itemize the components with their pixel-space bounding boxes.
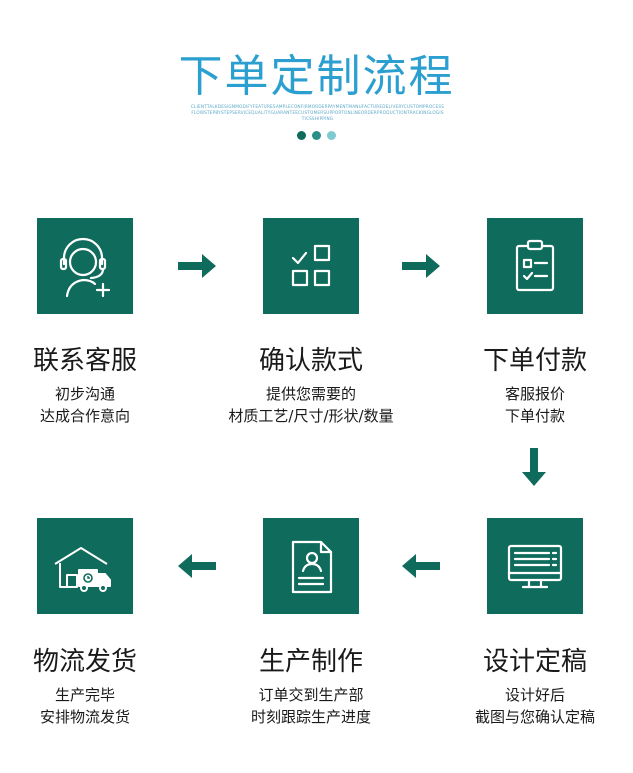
warehouse-truck-icon — [54, 547, 111, 592]
step-title-order: 下单付款 — [482, 346, 587, 376]
arrow-right-icon — [402, 254, 440, 278]
arrow-left-icon — [178, 554, 216, 578]
checklist-grid-icon — [291, 244, 331, 287]
dot-3 — [327, 131, 336, 140]
step-desc-line: 安排物流发货 — [39, 708, 130, 726]
step-title-contact: 联系客服 — [32, 346, 137, 376]
step-desc-line: 初步沟通 — [54, 385, 115, 403]
step-title-production: 生产制作 — [258, 647, 363, 677]
step-desc-order: 客服报价 下单付款 — [425, 383, 633, 427]
step-desc-line: 截图与您确认定稿 — [474, 708, 595, 726]
step-title-design: 设计定稿 — [482, 647, 587, 677]
step-desc-production: 订单交到生产部 时刻跟踪生产进度 — [201, 684, 421, 728]
step-desc-shipping: 生产完毕 安排物流发货 — [0, 684, 195, 728]
step-design-tile — [487, 518, 583, 614]
step-desc-line: 时刻跟踪生产进度 — [250, 708, 371, 726]
step-desc-line: 生产完毕 — [54, 686, 115, 704]
step-desc-confirm: 提供您需要的 材质工艺/尺寸/形状/数量 — [201, 383, 421, 427]
step-confirm-style-tile — [263, 218, 359, 314]
arrow-down-icon — [522, 448, 546, 486]
arrow-right-icon — [178, 254, 216, 278]
step-title-confirm: 确认款式 — [258, 346, 363, 376]
step-desc-design: 设计好后 截图与您确认定稿 — [425, 684, 633, 728]
step-order-pay-tile — [487, 218, 583, 314]
title-dots — [0, 131, 633, 140]
dot-2 — [312, 131, 321, 140]
step-desc-line: 订单交到生产部 — [258, 686, 364, 704]
step-title-shipping: 物流发货 — [32, 647, 137, 677]
step-desc-line: 达成合作意向 — [39, 407, 130, 425]
step-desc-line: 设计好后 — [504, 686, 565, 704]
production-document-icon — [291, 540, 333, 594]
decorative-fine-print: CLIENTTALKDESIGNMODIFYFEATURESAMPLECONFI… — [190, 104, 445, 121]
step-desc-line: 材质工艺/尺寸/形状/数量 — [228, 407, 394, 425]
step-desc-line: 客服报价 — [504, 385, 565, 403]
step-desc-line: 下单付款 — [504, 407, 565, 425]
page-title: 下单定制流程 — [178, 51, 455, 102]
step-production-tile — [263, 518, 359, 614]
headset-support-icon — [59, 237, 111, 298]
clipboard-order-icon — [515, 239, 555, 292]
step-contact-support-tile — [37, 218, 133, 314]
step-desc-line: 提供您需要的 — [265, 385, 356, 403]
monitor-design-icon — [507, 544, 563, 589]
step-desc-contact: 初步沟通 达成合作意向 — [0, 383, 195, 427]
dot-1 — [297, 131, 306, 140]
arrow-left-icon — [402, 554, 440, 578]
step-shipping-tile — [37, 518, 133, 614]
